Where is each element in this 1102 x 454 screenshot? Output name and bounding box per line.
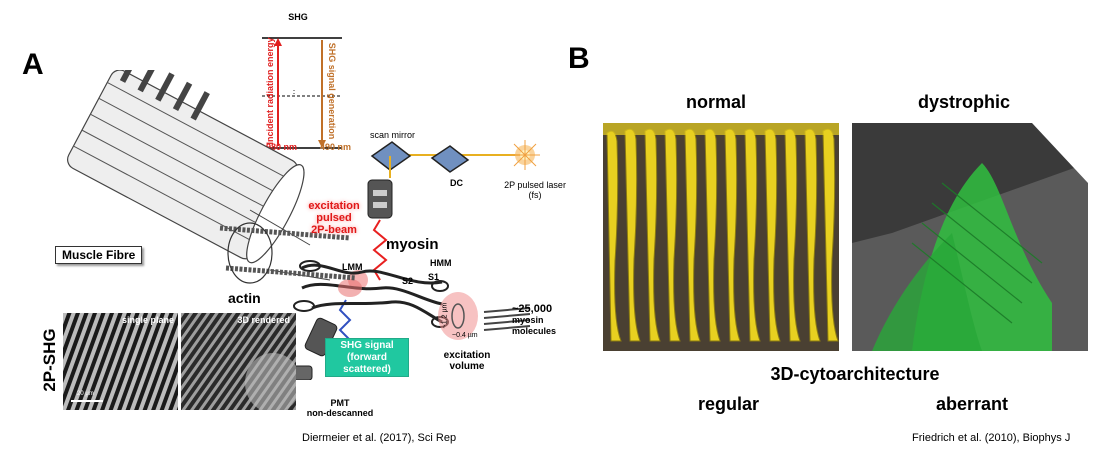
shg-signal-line1: SHG signal: [340, 340, 394, 351]
shg-signal-line3: scattered): [343, 364, 391, 375]
3d-rendered-image: 3D rendered: [181, 313, 296, 410]
excitation-label-line3: 2P-beam: [311, 224, 357, 236]
volume-line2: volume: [449, 361, 485, 372]
myosin-label: myosin: [386, 236, 439, 253]
svg-text:⋮: ⋮: [290, 89, 298, 98]
myosin-filament: [293, 260, 449, 328]
excitation-beam-label: excitation pulsed 2P-beam: [304, 200, 364, 236]
lmm-label: LMM: [342, 262, 363, 272]
molecules-line3: molecules: [512, 326, 557, 336]
panel-a-letter: A: [22, 48, 44, 81]
laser-label-line2: (fs): [528, 190, 542, 200]
2p-shg-side-label: 2P-SHG: [40, 328, 59, 392]
dc-mirror-icon: [430, 145, 470, 173]
pmt-line1: PMT: [330, 398, 350, 408]
wavelength-in: 980 nm: [266, 142, 298, 152]
shg-signal-line2: (forward: [347, 352, 387, 363]
3d-rendered-texture: [181, 313, 296, 410]
volume-line1: excitation: [443, 350, 491, 361]
myosin-molecules-label: ~25,000 myosin molecules: [512, 304, 556, 337]
dim-width-label: ~0.4 µm: [452, 332, 478, 339]
normal-3d-image: [603, 123, 839, 351]
dystrophic-label: dystrophic: [918, 92, 1011, 112]
dc-label: DC: [450, 178, 463, 188]
3d-rendered-label: 3D rendered: [237, 315, 290, 325]
shg-energy-diagram: SHG ⋮ Incident radiation energy SHG sign…: [230, 0, 370, 160]
molecules-line2: myosin: [512, 315, 544, 325]
excitation-volume-label: excitation volume: [432, 350, 502, 372]
actin-filaments: [219, 222, 357, 284]
single-plane-label: single plane: [121, 315, 174, 325]
scan-mirror-label: scan mirror: [370, 130, 416, 140]
scale-bar-label: 20 µm: [77, 391, 94, 397]
single-plane-stripes: [63, 313, 178, 410]
laser-label-line1: 2P pulsed laser: [504, 180, 566, 190]
molecules-line1: ~25,000: [512, 303, 553, 315]
objective-icon: [367, 179, 393, 219]
normal-label: normal: [686, 92, 747, 112]
excitation-label-line2: pulsed: [316, 212, 352, 224]
shg-signal-box: SHG signal (forward scattered): [325, 338, 409, 377]
cytoarchitecture-caption: 3D-cytoarchitecture: [770, 364, 940, 384]
citation-b: Friedrich et al. (2010), Biophys J: [912, 432, 1071, 444]
wavelength-out: 490 nm: [320, 142, 352, 152]
s1-label: S1: [428, 272, 440, 282]
laser-label: 2P pulsed laser (fs): [500, 180, 570, 200]
pmt-label: PMT non-descanned: [300, 398, 380, 418]
laser-burst-icon: [510, 140, 540, 170]
citation-a: Diermeier et al. (2017), Sci Rep: [302, 432, 457, 444]
dim-height-label: ~1.2 µm: [441, 302, 449, 329]
single-plane-image: single plane 20 µm: [63, 313, 178, 410]
scan-mirror-icon: [370, 141, 412, 178]
aberrant-label: aberrant: [936, 394, 1009, 414]
muscle-fibre-label: Muscle Fibre: [55, 246, 143, 264]
hmm-label: HMM: [430, 258, 452, 268]
shg-levels: ⋮: [262, 37, 342, 149]
pmt-line2: non-descanned: [306, 408, 374, 418]
excitation-volume-illustration: [438, 292, 531, 340]
s2-label: S2: [402, 276, 414, 286]
excitation-label-line1: excitation: [308, 200, 360, 212]
regular-label: regular: [698, 394, 760, 414]
actin-label: actin: [228, 290, 261, 306]
shg-title: SHG: [288, 12, 308, 22]
dystrophic-3d-image: [852, 123, 1088, 351]
green-aberrant-structure: [852, 123, 1088, 351]
muscle-fibre-illustration: [67, 70, 331, 281]
panel-b-letter: B: [568, 42, 590, 75]
yellow-filaments: [603, 123, 839, 351]
